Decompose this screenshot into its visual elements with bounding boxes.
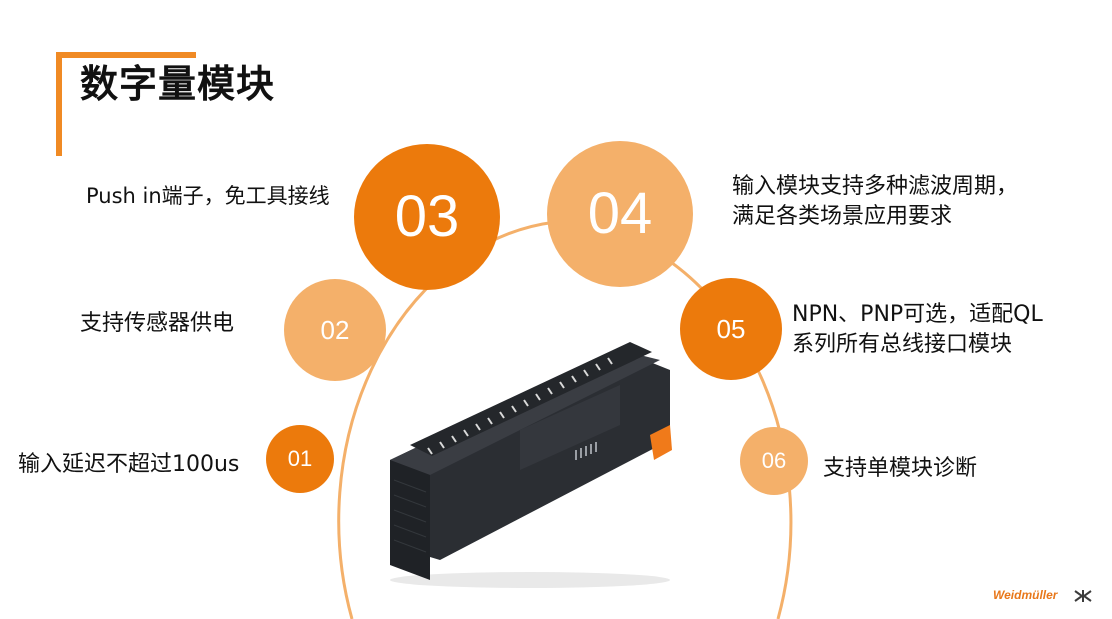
feature-text-03: Push in端子，免工具接线 bbox=[86, 181, 330, 211]
page-title: 数字量模块 bbox=[80, 62, 276, 106]
title-bracket-left bbox=[56, 52, 62, 156]
feature-text-line: 输入模块支持多种滤波周期， bbox=[732, 174, 1019, 199]
feature-circle-02: 02 bbox=[284, 279, 386, 381]
feature-text-line: 系列所有总线接口模块 bbox=[792, 332, 1013, 357]
brand-logo-icon bbox=[1074, 590, 1092, 602]
feature-text-01: 输入延迟不超过100us bbox=[18, 450, 239, 480]
feature-text-05: NPN、PNP可选，适配QL 系列所有总线接口模块 bbox=[792, 300, 1043, 360]
io-module-image bbox=[390, 342, 672, 588]
feature-circle-03: 03 bbox=[354, 144, 500, 290]
feature-circle-06: 06 bbox=[740, 427, 808, 495]
feature-text-line: 输入延迟不超过100us bbox=[18, 452, 240, 477]
feature-circle-05: 05 bbox=[680, 278, 782, 380]
feature-circle-01: 01 bbox=[266, 425, 334, 493]
feature-text-line: Push in端子，免工具接线 bbox=[86, 184, 330, 208]
feature-text-line: 满足各类场景应用要求 bbox=[732, 204, 953, 229]
title-bracket-top bbox=[56, 52, 196, 58]
feature-text-06: 支持单模块诊断 bbox=[823, 454, 977, 484]
feature-text-line: 支持单模块诊断 bbox=[823, 456, 978, 481]
brand-logo-text: Weidmüller bbox=[993, 588, 1058, 602]
feature-circle-04: 04 bbox=[547, 141, 693, 287]
feature-text-line: NPN、PNP可选，适配QL bbox=[792, 302, 1043, 327]
feature-text-04: 输入模块支持多种滤波周期， 满足各类场景应用要求 bbox=[732, 172, 1018, 232]
feature-text-line: 支持传感器供电 bbox=[80, 311, 235, 336]
feature-text-02: 支持传感器供电 bbox=[80, 309, 234, 339]
